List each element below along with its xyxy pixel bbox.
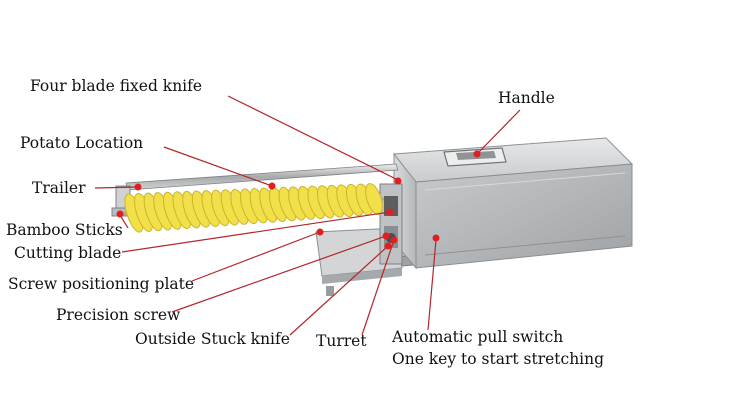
label-cutting-blade: Cutting blade [14,244,122,262]
marker-bamboo-sticks [116,210,124,218]
machine-body [393,137,634,270]
leader-four-blade-fixed-knife [227,95,399,181]
marker-dots [116,150,481,250]
marker-potato-location [268,182,276,190]
leader-precision-screw [171,235,387,313]
leader-potato-location [163,146,273,187]
marker-handle [473,150,481,158]
leader-handle [477,109,521,154]
leader-screw-positioning-plate [191,231,321,282]
label-four-blade-fixed-knife: Four blade fixed knife [30,77,203,95]
marker-automatic-pull-switch [432,234,440,242]
label-trailer: Trailer [32,179,86,197]
leader-lines [94,95,521,336]
leader-outside-stuck-knife [289,245,389,336]
marker-outside-stuck-knife [384,242,392,250]
label-turret: Turret [316,332,367,350]
label-precision-screw: Precision screw [56,306,181,324]
marker-cutting-blade [386,208,394,216]
label-handle: Handle [498,89,555,107]
leader-turret [361,239,395,336]
leader-cutting-blade [121,211,391,253]
label-automatic-pull-switch: Automatic pull switch [392,328,564,346]
spiral-potato [124,183,383,233]
label-potato-location: Potato Location [20,134,144,152]
label-bamboo-sticks: Bamboo Sticks [6,221,123,239]
marker-screw-positioning-plate [316,228,324,236]
marker-four-blade-fixed-knife [394,177,402,185]
marker-precision-screw [382,232,390,240]
label-one-key-to-start: One key to start stretching [392,350,605,368]
leader-trailer [94,186,139,189]
label-outside-stuck-knife: Outside Stuck knife [135,330,290,348]
leader-automatic-pull-switch [427,239,437,331]
marker-turret [390,236,398,244]
label-screw-positioning-plate: Screw positioning plate [8,275,195,293]
turret-part [379,183,403,265]
marker-trailer [134,183,142,191]
